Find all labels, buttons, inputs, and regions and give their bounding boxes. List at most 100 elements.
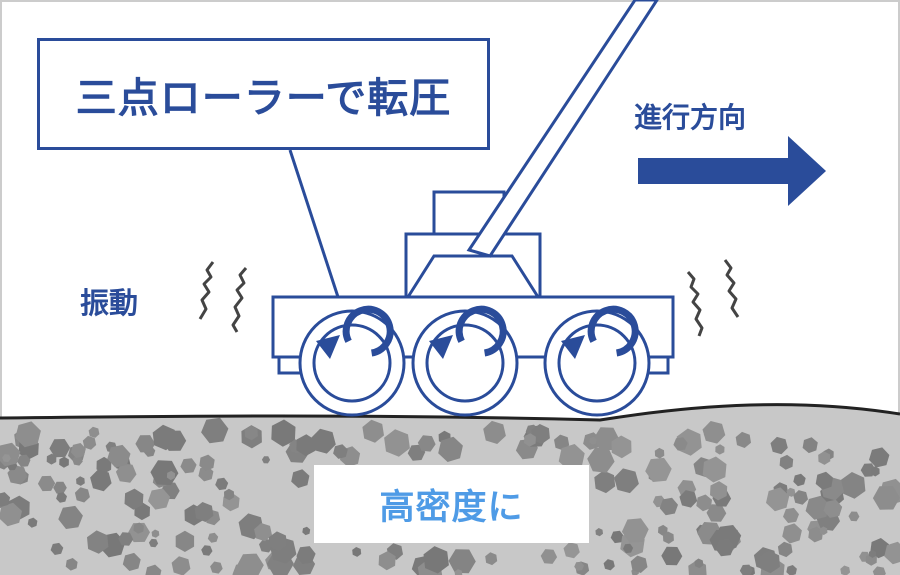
stone (118, 532, 134, 546)
stone (333, 444, 348, 459)
stone (15, 421, 41, 448)
stone (72, 455, 83, 466)
stone (37, 475, 56, 492)
arrow-right-icon (638, 136, 826, 206)
stone (702, 421, 726, 444)
stone (0, 502, 22, 527)
stone (589, 436, 597, 445)
stone (786, 487, 796, 497)
stone (207, 532, 219, 543)
stone (715, 538, 735, 557)
stone (46, 453, 57, 465)
stone (296, 546, 316, 564)
stone (710, 481, 728, 501)
result-label-box: 高密度に (314, 465, 589, 543)
roller-wheel (543, 305, 651, 417)
rotation-arrow-head (561, 335, 585, 359)
stone (793, 490, 808, 505)
stone (215, 477, 229, 491)
stone (198, 466, 214, 482)
stone (759, 550, 780, 574)
stone (59, 456, 69, 468)
stone (65, 558, 78, 571)
stone (56, 492, 67, 503)
stone (236, 553, 264, 575)
stone (594, 470, 616, 494)
callout-leader-line (288, 149, 340, 298)
stone (384, 429, 410, 457)
stone (645, 457, 672, 482)
stone (558, 444, 585, 471)
roller-rotation-icon (587, 305, 639, 357)
stone (271, 419, 296, 447)
stone (673, 437, 688, 451)
stone (823, 499, 843, 518)
stone (630, 555, 648, 573)
stone (614, 468, 639, 494)
vibration-label: 振動 (80, 286, 139, 320)
roller-wheel (298, 305, 406, 417)
stone (702, 456, 727, 483)
stone (531, 424, 550, 445)
stone (296, 434, 316, 457)
stone (162, 430, 187, 451)
stone (362, 419, 384, 443)
stone (133, 522, 144, 534)
vibration-wave-icon (198, 259, 740, 337)
stone (27, 517, 38, 528)
stone (107, 444, 131, 468)
stone (311, 428, 336, 454)
stone (7, 465, 28, 485)
stone (658, 524, 668, 536)
stone (302, 526, 311, 536)
result-label: 高密度に (379, 487, 524, 528)
stone (840, 472, 866, 499)
stone (783, 507, 799, 523)
stone (88, 426, 100, 438)
stone (135, 435, 156, 453)
stone (70, 443, 86, 458)
stone (166, 470, 176, 481)
stone (115, 463, 137, 483)
stone (53, 481, 67, 494)
stone (818, 451, 831, 465)
title-callout: 三点ローラーで転圧 (37, 38, 490, 150)
stone (524, 433, 536, 447)
title-text: 三点ローラーで転圧 (75, 74, 452, 122)
stone (291, 469, 310, 488)
stone (739, 564, 753, 575)
stone (96, 456, 112, 474)
stone (679, 490, 698, 508)
stone (815, 471, 833, 490)
stone (779, 454, 794, 470)
stone (175, 530, 195, 552)
roller-rotation-icon (455, 305, 507, 357)
stone (244, 425, 258, 441)
stone (151, 529, 160, 538)
stone (82, 435, 97, 450)
stone (0, 492, 11, 507)
stone (90, 469, 112, 492)
stone (870, 466, 880, 477)
stone (49, 439, 71, 458)
stone (574, 561, 584, 571)
stone (254, 523, 272, 542)
roller-wheel (411, 305, 519, 417)
direction-label: 進行方向 (634, 101, 747, 134)
stone (715, 444, 725, 455)
rotation-arrow-head (429, 335, 453, 359)
stone (661, 546, 683, 566)
stone (199, 454, 215, 471)
ground-surface-line (0, 403, 900, 422)
stone (662, 531, 674, 544)
stone (148, 488, 171, 510)
stone (777, 541, 793, 558)
operating-handle (466, 0, 659, 258)
stone (595, 528, 603, 537)
stone (735, 431, 751, 448)
stone (171, 556, 191, 575)
stone (210, 561, 223, 574)
stone (417, 435, 436, 452)
stone (201, 417, 229, 444)
